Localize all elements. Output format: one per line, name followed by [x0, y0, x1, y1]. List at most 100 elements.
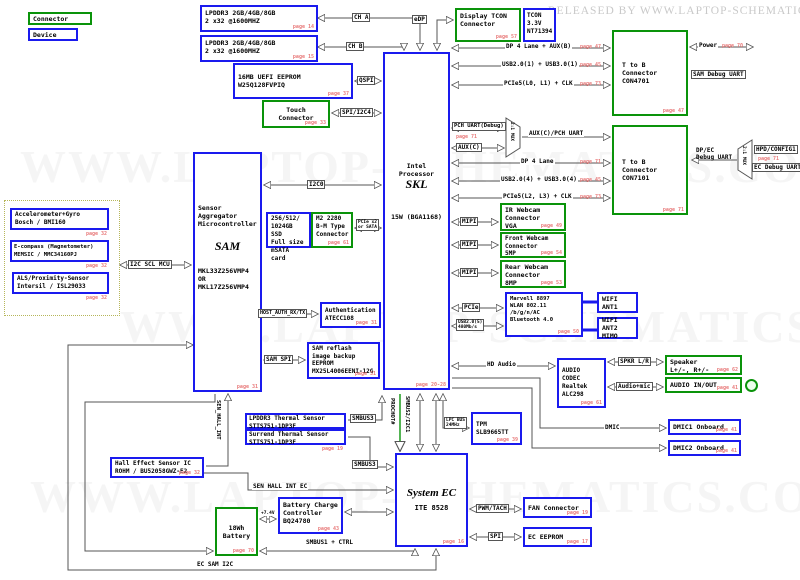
wire-ec-sam-i2c [67, 345, 436, 571]
skl-line2: 15W (BGA1168) [391, 213, 442, 221]
page-ref: page 31 [354, 371, 376, 377]
wire-label-i2c0: I2C0 [307, 180, 326, 189]
wire-label-pcie5-23: PCIe5(L2, L3) + CLK [502, 193, 573, 200]
system-ec-part: ITE 8528 [414, 504, 449, 512]
legend-device-label: Device [33, 31, 57, 39]
wire-label-spi-i2c4: SPI/I2C4 [340, 108, 373, 117]
wire-label-usb30-4: USB2.0(4) + USB3.0(4) [500, 176, 578, 183]
page-ref: page 15 [292, 54, 314, 60]
dmic2-block: DMIC2 Onboard page 41 [668, 440, 741, 456]
wire-label-qspi: QSPI [357, 76, 376, 85]
wire-label-sam-debug-uart: SAM Debug UART [691, 70, 746, 79]
wire-label-aux-pch-uart: AUX(C)/PCH UART [528, 130, 585, 137]
system-ec-block: System EC ITE 8528 page 16 [395, 453, 468, 547]
wire-label-smbus2-i2c1: SMBUS2/I2C1 [404, 396, 410, 433]
skl-processor-block: Intel Processor SKL 15W (BGA1168) page 2… [383, 52, 450, 390]
page-ref: page 32 [86, 231, 108, 237]
skl-name: SKL [405, 177, 428, 191]
page-ref: page 20-28 [415, 382, 446, 388]
wire-label-mipi-front: MIPI [460, 240, 479, 249]
wire-label-host-auth: HOST_AUTH_RX/TX [258, 309, 308, 318]
page-ref: page 41 [715, 448, 737, 454]
page-ref: page 32 [178, 470, 200, 476]
wire-ch-a [318, 18, 420, 50]
watermark-released: RELEASED BY WWW.LAPTOP-SCHEMATICS [548, 5, 800, 17]
audio-inout-block: AUDIO IN/OUT page 41 [665, 377, 742, 393]
page-ref: page 19 [322, 446, 344, 452]
wire-label-edp: eDP [412, 15, 427, 24]
sensor-cluster-box [4, 200, 120, 316]
page-ref: page 14 [292, 24, 314, 30]
system-ec-name: System EC [406, 487, 457, 499]
page-ref: page 17 [566, 539, 588, 545]
pcie-sata-line1: PCIe x2 [358, 220, 377, 225]
page-ref: page 61 [327, 240, 349, 246]
legend-device: Device [28, 28, 78, 41]
wire-label-ec-sam-i2c: EC SAM I2C [196, 561, 235, 568]
wire-label-prochot: PROCHOT# [389, 398, 395, 425]
page-ref: page 41 [716, 385, 738, 391]
page-ref: page 32 [86, 295, 108, 301]
page-ref: page 71 [580, 159, 602, 165]
dmic1-text: DMIC1 Onboard [673, 423, 724, 431]
page-ref: page 49 [540, 223, 562, 229]
page-ref: page 71 [758, 156, 780, 162]
wire-label-hd-audio: HD Audio [486, 361, 517, 368]
page-ref: page 37 [327, 91, 349, 97]
wire-smbus1-ctrl [260, 549, 415, 551]
wire-label-spkr-lr: SPKR L/R [618, 357, 651, 366]
legend-connector-label: Connector [33, 15, 69, 23]
fan-connector-block: FAN Connector page 19 [523, 497, 592, 518]
dpec-line1: DP/EC [696, 147, 715, 154]
page-ref: page 31 [236, 384, 258, 390]
wire-label-audio-mic: Audio+mic [616, 382, 653, 391]
wire-label-aux-c: AUX(C) [456, 143, 482, 152]
wire-label-sen-hall-int-ec: SEN HALL INT EC [252, 483, 309, 490]
wire-label-ch-a: CH A [352, 13, 371, 22]
page-ref: page 53 [540, 280, 562, 286]
page-ref: page 19 [566, 510, 588, 516]
wire-label-pcie5-01: PCIe5(L0, L1) + CLK [503, 80, 574, 87]
dmic1-block: DMIC1 Onboard page 41 [668, 419, 741, 435]
page-ref: page 31 [355, 320, 377, 326]
wire-label-dp4: DP 4 Lane [520, 158, 555, 165]
page-ref: page 33 [304, 120, 326, 126]
audio-inout-text: AUDIO IN/OUT [670, 381, 717, 389]
wifi-ant1-text: WIFI ANT1 [602, 294, 618, 311]
ec-eeprom-text: EC EEPROM [528, 533, 564, 541]
